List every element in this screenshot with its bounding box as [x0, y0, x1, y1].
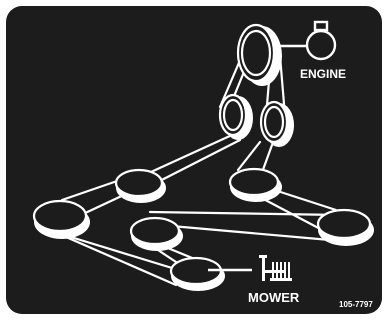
far-left-pulley: [32, 199, 90, 239]
far-right-pulley: [316, 208, 374, 246]
lower-middle-pulley: [129, 216, 183, 251]
part-number: 105-7797: [339, 300, 373, 309]
right-idler-pulley: [259, 100, 294, 147]
left-idler-pulley: [218, 93, 253, 140]
engine-callout: [276, 20, 337, 61]
engine-pulley: [236, 23, 282, 86]
engine-label: ENGINE: [300, 67, 346, 81]
engine-icon: [305, 20, 337, 61]
left-upper-pulley: [114, 168, 166, 203]
mower-label: MOWER: [248, 290, 300, 305]
mower-pulley: [169, 256, 225, 291]
right-middle-pulley: [228, 167, 282, 202]
mower-deck-icon: [259, 255, 292, 281]
